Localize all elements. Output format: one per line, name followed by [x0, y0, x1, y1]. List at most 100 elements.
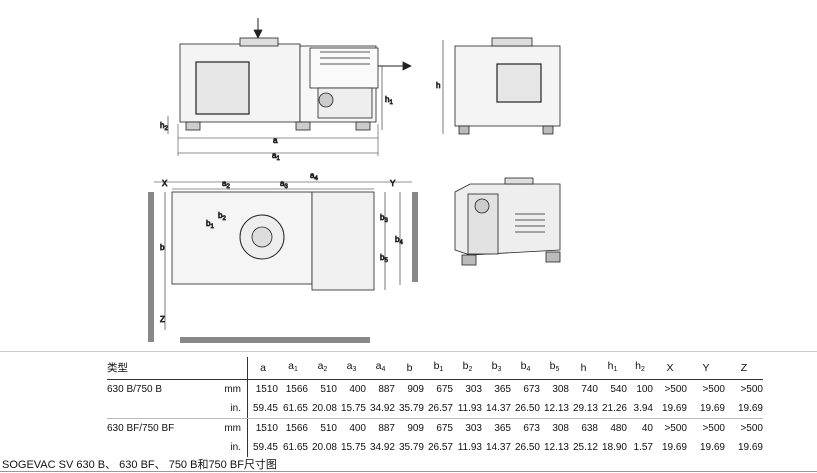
- value-cell: >500: [702, 423, 725, 434]
- col-header: Y: [687, 357, 725, 380]
- col-header: h1: [598, 357, 627, 380]
- value-cell: 35.79: [395, 399, 424, 419]
- model-cell: 630 BF/750 BF: [107, 423, 175, 434]
- value-cell: 887: [378, 384, 395, 395]
- col-header: a3: [337, 357, 366, 380]
- value-cell: 510: [320, 384, 337, 395]
- col-header: a4: [366, 357, 395, 380]
- type-header: 类型: [107, 357, 211, 380]
- dim-y: Y: [390, 179, 396, 188]
- value-cell: >500: [740, 384, 763, 395]
- unit-cell: mm: [211, 418, 248, 438]
- dim-b5: b5: [380, 253, 388, 264]
- value-cell: 365: [494, 423, 511, 434]
- value-cell: 12.13: [540, 399, 569, 419]
- dim-h1: h1: [385, 95, 393, 106]
- unit-cell: in.: [211, 438, 248, 457]
- dim-b4: b4: [395, 235, 403, 246]
- dimension-drawings: a a1 h2 h1 h X a2 a3 a4 Y b b1 b2 b3 b4 …: [148, 18, 561, 343]
- value-cell: 303: [465, 423, 482, 434]
- model-cell: 630 B/750 B: [107, 384, 163, 395]
- value-cell: 909: [407, 384, 424, 395]
- value-cell: 1510: [255, 384, 278, 395]
- dim-b: b: [160, 243, 165, 252]
- value-cell: 26.50: [511, 399, 540, 419]
- value-cell: 21.26: [598, 399, 627, 419]
- dim-b3: b3: [380, 213, 388, 224]
- col-header: b2: [453, 357, 482, 380]
- value-cell: 1510: [255, 423, 278, 434]
- value-cell: 26.50: [514, 442, 540, 453]
- col-header: b1: [424, 357, 453, 380]
- value-cell: 19.69: [699, 442, 725, 453]
- value-cell: 15.75: [337, 399, 366, 419]
- value-cell: 34.92: [366, 399, 395, 419]
- value-cell: 61.65: [278, 399, 308, 419]
- col-header: b3: [482, 357, 511, 380]
- value-cell: 25.12: [572, 442, 598, 453]
- dim-b1: b1: [206, 219, 214, 230]
- col-header: b4: [511, 357, 540, 380]
- value-cell: 11.93: [457, 442, 482, 453]
- model-cell: [107, 438, 211, 457]
- value-cell: >500: [664, 384, 687, 395]
- value-cell: 26.57: [427, 442, 453, 453]
- table-header-row: 类型 a a1 a2 a3 a4 b b1 b2 b3 b4 b5 h h1 h…: [107, 357, 763, 380]
- value-cell: 20.08: [311, 442, 337, 453]
- value-cell: 14.37: [482, 399, 511, 419]
- dimensions-table: 类型 a a1 a2 a3 a4 b b1 b2 b3 b4 b5 h h1 h…: [107, 357, 763, 457]
- unit-cell: mm: [211, 379, 248, 399]
- value-cell: 675: [436, 384, 453, 395]
- value-cell: 19.69: [687, 399, 725, 419]
- value-cell: 540: [610, 384, 627, 395]
- col-header: Z: [725, 357, 763, 380]
- dim-a3: a3: [280, 179, 288, 190]
- value-cell: 18.90: [601, 442, 627, 453]
- col-header: a2: [308, 357, 337, 380]
- value-cell: 19.69: [653, 399, 687, 419]
- dim-h: h: [436, 81, 440, 90]
- dim-b2: b2: [218, 211, 226, 222]
- col-header: a1: [278, 357, 308, 380]
- value-cell: 15.75: [340, 442, 366, 453]
- value-cell: 19.69: [661, 442, 687, 453]
- value-cell: 20.08: [308, 399, 337, 419]
- value-cell: 909: [407, 423, 424, 434]
- dim-a2: a2: [222, 179, 230, 190]
- value-cell: 887: [378, 423, 395, 434]
- dim-h2: h2: [160, 121, 168, 132]
- dim-z: Z: [160, 315, 165, 324]
- side-view: [442, 37, 561, 135]
- value-cell: >500: [740, 423, 763, 434]
- perspective-view: [454, 177, 561, 266]
- value-cell: 400: [349, 384, 366, 395]
- col-header: b: [395, 357, 424, 380]
- value-cell: 12.13: [543, 442, 569, 453]
- value-cell: 34.92: [369, 442, 395, 453]
- value-cell: 365: [494, 384, 511, 395]
- value-cell: 59.45: [247, 399, 278, 419]
- value-cell: 308: [552, 384, 569, 395]
- value-cell: 1566: [285, 384, 308, 395]
- unit-cell: in.: [211, 399, 248, 419]
- value-cell: >500: [664, 423, 687, 434]
- value-cell: 11.93: [453, 399, 482, 419]
- value-cell: 303: [465, 384, 482, 395]
- figure-caption: SOGEVAC SV 630 B、 630 BF、 750 B和750 BF尺寸…: [2, 459, 277, 471]
- col-header: h2: [627, 357, 653, 380]
- value-cell: 14.37: [485, 442, 511, 453]
- value-cell: 19.69: [725, 399, 763, 419]
- value-cell: 400: [349, 423, 366, 434]
- value-cell: 480: [610, 423, 627, 434]
- value-cell: 59.45: [252, 442, 278, 453]
- table-row: 630 B/750 B mm 1510 1566 510 400 887 909 675 303 3…: [107, 379, 763, 399]
- value-cell: 638: [581, 423, 598, 434]
- top-view: [148, 181, 418, 343]
- value-cell: 1566: [285, 423, 308, 434]
- value-cell: 673: [523, 384, 540, 395]
- value-cell: 740: [581, 384, 598, 395]
- front-view: [167, 18, 412, 156]
- value-cell: 510: [320, 423, 337, 434]
